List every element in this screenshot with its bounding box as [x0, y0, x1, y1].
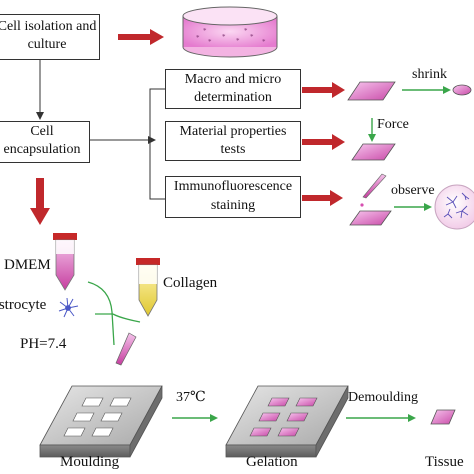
- svg-text:*: *: [244, 27, 248, 35]
- step-isolation-line2: culture: [27, 37, 67, 52]
- svg-text:*: *: [262, 38, 266, 46]
- step-isolation-line1: Cell isolation and: [0, 19, 97, 34]
- petri-dish-icon: ** ** ** **: [182, 6, 278, 58]
- label-gelation: Gelation: [246, 454, 298, 470]
- svg-text:*: *: [222, 33, 226, 41]
- svg-text:*: *: [250, 33, 254, 41]
- label-moulding: Moulding: [60, 454, 120, 470]
- label-tissue: Tissue: [425, 454, 464, 470]
- step-immuno-line2: staining: [210, 198, 256, 213]
- mould-gelled-icon: [225, 385, 349, 458]
- microscope-view-icon: [434, 184, 474, 230]
- svg-text:*: *: [236, 37, 240, 45]
- label-collagen: Collagen: [163, 275, 218, 291]
- step-material-line1: Material properties: [179, 124, 287, 139]
- hydrogel-slab-macro: [347, 81, 396, 101]
- step-encapsulation-line1: Cell: [30, 124, 54, 139]
- svg-text:*: *: [203, 27, 207, 35]
- label-demoulding: Demoulding: [348, 390, 418, 405]
- step-box-isolation: [0, 14, 100, 60]
- step-box-material: [165, 121, 301, 161]
- label-force: Force: [377, 117, 409, 132]
- step-macro-line2: determination: [194, 90, 272, 105]
- hydrogel-slab-immuno: [349, 210, 392, 226]
- label-shrink: shrink: [412, 67, 447, 82]
- mould-empty-icon: [39, 385, 163, 458]
- pipette-icon: [115, 332, 137, 366]
- red-arrow-to-dish: [118, 29, 164, 45]
- step-box-macro: [165, 69, 301, 109]
- svg-text:*: *: [196, 34, 200, 42]
- label-temperature: 37℃: [176, 390, 206, 405]
- red-arrow-macro: [302, 82, 345, 98]
- label-dmem: DMEM: [4, 257, 51, 273]
- step-immuno-line1: Immunofluorescence: [173, 179, 293, 194]
- dmem-tube-icon: [53, 233, 77, 291]
- shrunk-gel-icon: [452, 84, 472, 96]
- step-encapsulation-line2: encapsulation: [3, 142, 81, 157]
- pipette-small-icon: [362, 173, 387, 199]
- step-box-encapsulation: [0, 121, 90, 163]
- red-arrow-immuno: [302, 190, 343, 206]
- mixing-lines: [87, 281, 141, 346]
- red-arrow-down: [30, 178, 50, 225]
- astrocyte-icon: [58, 297, 79, 318]
- red-arrow-material: [302, 134, 345, 150]
- step-macro-line1: Macro and micro: [184, 72, 282, 87]
- hydrogel-slab-material: [351, 143, 396, 161]
- tissue-slab-icon: [430, 409, 456, 425]
- step-material-line2: tests: [220, 142, 246, 157]
- label-astrocyte: Astrocyte: [0, 297, 47, 313]
- label-observe: observe: [391, 183, 435, 198]
- step-box-immuno: [165, 176, 301, 218]
- collagen-tube-icon: [136, 258, 160, 317]
- svg-text:*: *: [208, 38, 212, 46]
- label-ph: PH=7.4: [20, 336, 67, 352]
- bracket: [149, 88, 165, 200]
